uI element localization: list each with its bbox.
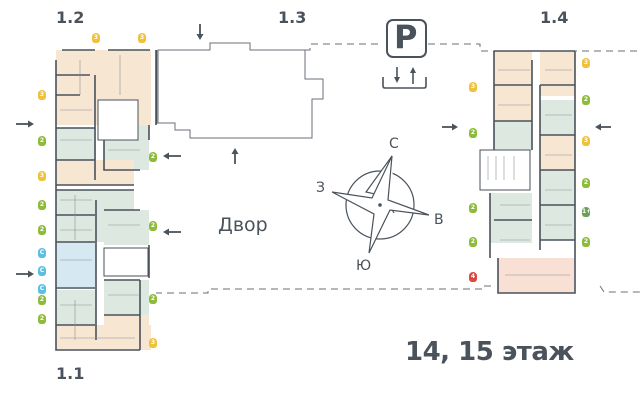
apartment-badge[interactable]: 2 — [38, 200, 46, 210]
apartment-badge[interactable]: 2 — [469, 203, 477, 213]
apartment-badge[interactable]: 3 — [149, 338, 157, 348]
apartment-badge[interactable]: 2 — [38, 136, 46, 146]
apartment-badge[interactable]: 2 — [149, 294, 157, 304]
apartment-badge[interactable]: 2 — [38, 314, 46, 324]
entry-arrows — [16, 24, 611, 278]
arrow-down-icon — [394, 67, 400, 83]
compass-north: С — [389, 136, 399, 152]
apartment-badge[interactable]: 3 — [469, 82, 477, 92]
apartment-badge[interactable]: 1+ — [582, 207, 592, 217]
apartment-badge[interactable]: С — [38, 248, 46, 258]
apartment-badge[interactable]: 2 — [582, 95, 590, 105]
apartment-badge[interactable]: 2 — [149, 152, 157, 162]
compass-rose — [331, 155, 430, 254]
apartment-badge[interactable]: 2 — [469, 237, 477, 247]
apartment-badge[interactable]: 3 — [582, 136, 590, 146]
apartment-badge[interactable]: 2 — [38, 295, 46, 305]
compass-east: В — [434, 212, 444, 228]
apartment-badge[interactable]: 3 — [138, 33, 146, 43]
section-label-1-4: 1.4 — [540, 8, 569, 27]
parking-sign — [382, 19, 427, 89]
apartment-badge[interactable]: 3 — [582, 58, 590, 68]
arrow-left-icon — [163, 228, 181, 236]
compass-west: З — [316, 180, 325, 196]
parking-label: P — [394, 18, 418, 56]
building-1-4 — [479, 50, 576, 294]
apartment-badge[interactable]: С — [38, 266, 46, 276]
apartment-badge[interactable]: 3 — [38, 171, 46, 181]
section-label-1-3: 1.3 — [278, 8, 307, 27]
apartment-badge[interactable]: 3 — [92, 33, 100, 43]
arrow-up-icon — [231, 148, 239, 164]
compass-south: Ю — [356, 258, 372, 274]
building-1-2-1-1 — [55, 49, 157, 351]
arrow-down-icon — [196, 24, 204, 40]
arrow-right-icon — [442, 123, 458, 131]
arrow-left-icon — [163, 152, 181, 160]
apartment-badge[interactable]: 4 — [469, 272, 477, 282]
building-1-3-outline — [157, 42, 324, 139]
apartment-badge[interactable]: 2 — [38, 225, 46, 235]
apartment-badge[interactable]: 2 — [582, 237, 590, 247]
apartment-badge[interactable]: 2 — [469, 128, 477, 138]
section-label-1-2: 1.2 — [56, 8, 85, 27]
arrow-left-icon — [595, 123, 611, 131]
floor-title: 14, 15 этаж — [405, 337, 574, 367]
apartment-badge[interactable]: 2 — [149, 221, 157, 231]
apartment-badge[interactable]: 2 — [582, 178, 590, 188]
arrow-right-icon — [16, 270, 34, 278]
arrow-up-icon — [410, 67, 416, 84]
arrow-right-icon — [16, 120, 34, 128]
apartment-badge[interactable]: С — [38, 284, 46, 294]
section-label-1-1: 1.1 — [56, 364, 85, 383]
apartment-badge[interactable]: 3 — [38, 90, 46, 100]
yard-label: Двор — [218, 214, 268, 236]
